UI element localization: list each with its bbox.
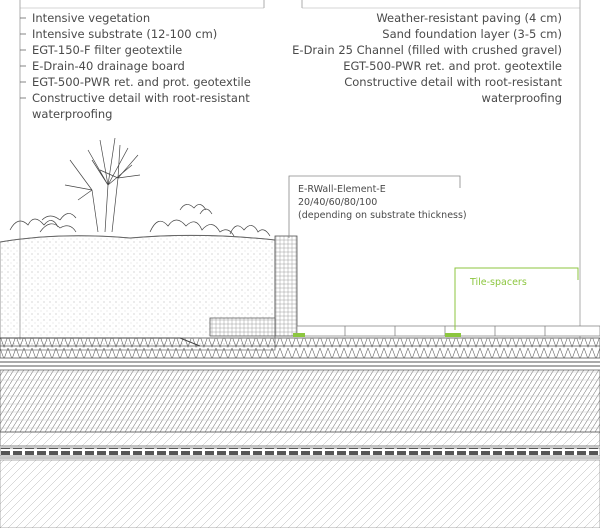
left-leader-ticks bbox=[20, 17, 26, 99]
wall-callout-line-0: E-RWall-Element-E bbox=[298, 184, 386, 195]
tile-spacers-label: Tile-spacers bbox=[469, 277, 527, 288]
left-label-6: waterproofing bbox=[32, 107, 112, 121]
tile-spacer-mark bbox=[293, 333, 305, 337]
left-label-1: Intensive substrate (12-100 cm) bbox=[32, 27, 217, 41]
left-label-4: EGT-500-PWR ret. and prot. geotextile bbox=[32, 75, 251, 89]
right-label-4: Constructive detail with root-resistant bbox=[344, 75, 562, 89]
rwall-element bbox=[274, 235, 298, 337]
base-layer bbox=[0, 459, 600, 528]
right-label-1: Sand foundation layer (3-5 cm) bbox=[382, 27, 562, 41]
wall-callout-leader bbox=[288, 175, 461, 238]
structural-slab bbox=[0, 369, 600, 433]
drainage-board bbox=[0, 337, 600, 359]
vegetation-illustration bbox=[9, 137, 271, 237]
left-label-5: Constructive detail with root-resistant bbox=[32, 91, 250, 105]
left-label-0: Intensive vegetation bbox=[32, 11, 150, 25]
tile-spacer-mark bbox=[445, 333, 461, 337]
right-label-0: Weather-resistant paving (4 cm) bbox=[376, 11, 562, 25]
right-label-block: Weather-resistant paving (4 cm) Sand fou… bbox=[292, 11, 562, 105]
left-label-2: EGT-150-F filter geotextile bbox=[32, 43, 182, 57]
left-label-block: Intensive vegetation Intensive substrate… bbox=[32, 11, 251, 121]
wall-callout-text: E-RWall-Element-E 20/40/60/80/100 (depen… bbox=[298, 184, 467, 221]
left-label-3: E-Drain-40 drainage board bbox=[32, 59, 185, 73]
wall-callout-line-1: 20/40/60/80/100 bbox=[298, 197, 377, 208]
insulation-band bbox=[0, 447, 600, 457]
right-label-2: E-Drain 25 Channel (filled with crushed … bbox=[292, 43, 562, 57]
right-label-3: EGT-500-PWR ret. and prot. geotextile bbox=[343, 59, 562, 73]
right-label-5: waterproofing bbox=[482, 91, 562, 105]
spacer-callout-leader bbox=[454, 267, 579, 330]
wall-callout-line-2: (depending on substrate thickness) bbox=[298, 210, 467, 221]
rwall-footing bbox=[209, 317, 276, 337]
